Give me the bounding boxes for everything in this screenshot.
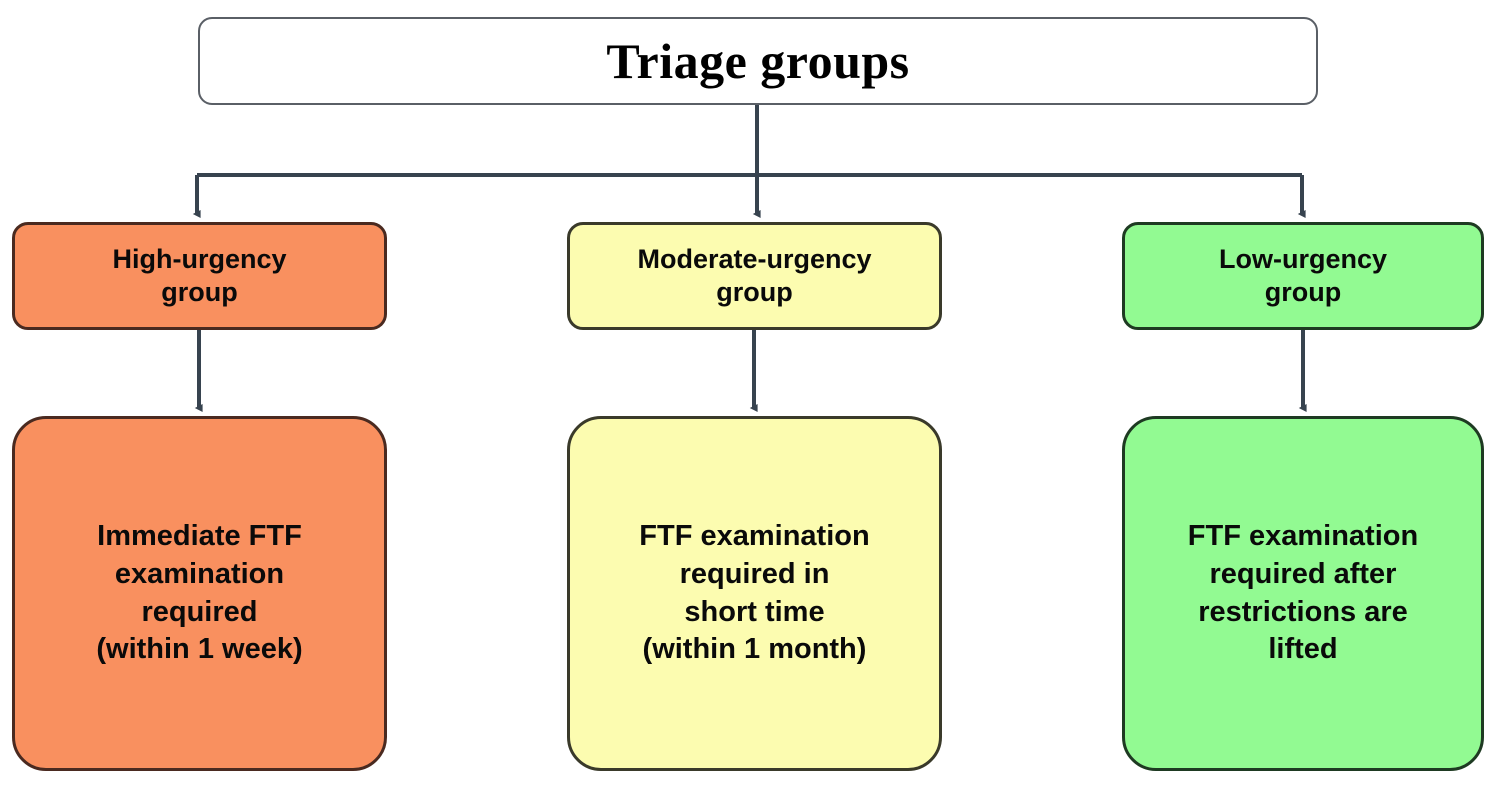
low-urgency-detail-line-2: required after [1209,557,1397,590]
low-urgency-detail-label: FTF examination required after restriction… [1178,518,1428,669]
high-urgency-detail-line-2: examination [114,557,285,590]
low-urgency-group-line-1: Low-urgency [1218,244,1387,275]
moderate-urgency-group-line-2: group [716,277,793,307]
moderate-urgency-detail-line-2: required in [679,557,830,590]
moderate-urgency-detail-line-4: (within 1 month) [642,633,867,666]
low-urgency-detail-line-1: FTF examination [1187,520,1419,553]
high-urgency-group-line-2: group [161,277,238,307]
low-urgency-group-line-2: group [1264,277,1342,307]
moderate-urgency-detail-label: FTF examination required in short time (wit… [629,518,879,669]
moderate-urgency-group-line-1: Moderate-urgency [637,244,872,275]
high-urgency-detail-line-3: required [141,595,258,628]
high-urgency-detail-line-1: Immediate FTF [97,520,302,553]
node-moderate-urgency-detail[interactable]: FTF examination required in short time (wit… [567,416,942,771]
high-urgency-group-line-1: High-urgency [112,244,287,275]
root-label: Triage groups [606,33,910,89]
high-urgency-detail-label: Immediate FTF examination required (within … [86,518,312,669]
node-triage-groups-root[interactable]: Triage groups [198,17,1318,105]
low-urgency-detail-line-4: lifted [1268,633,1338,666]
moderate-urgency-detail-line-1: FTF examination [639,520,870,553]
high-urgency-detail-line-4: (within 1 week) [96,633,303,666]
low-urgency-detail-line-3: restrictions are [1198,595,1408,628]
node-high-urgency-detail[interactable]: Immediate FTF examination required (within … [12,416,387,771]
moderate-urgency-detail-line-3: short time [684,595,825,628]
node-low-urgency-detail[interactable]: FTF examination required after restriction… [1122,416,1484,771]
